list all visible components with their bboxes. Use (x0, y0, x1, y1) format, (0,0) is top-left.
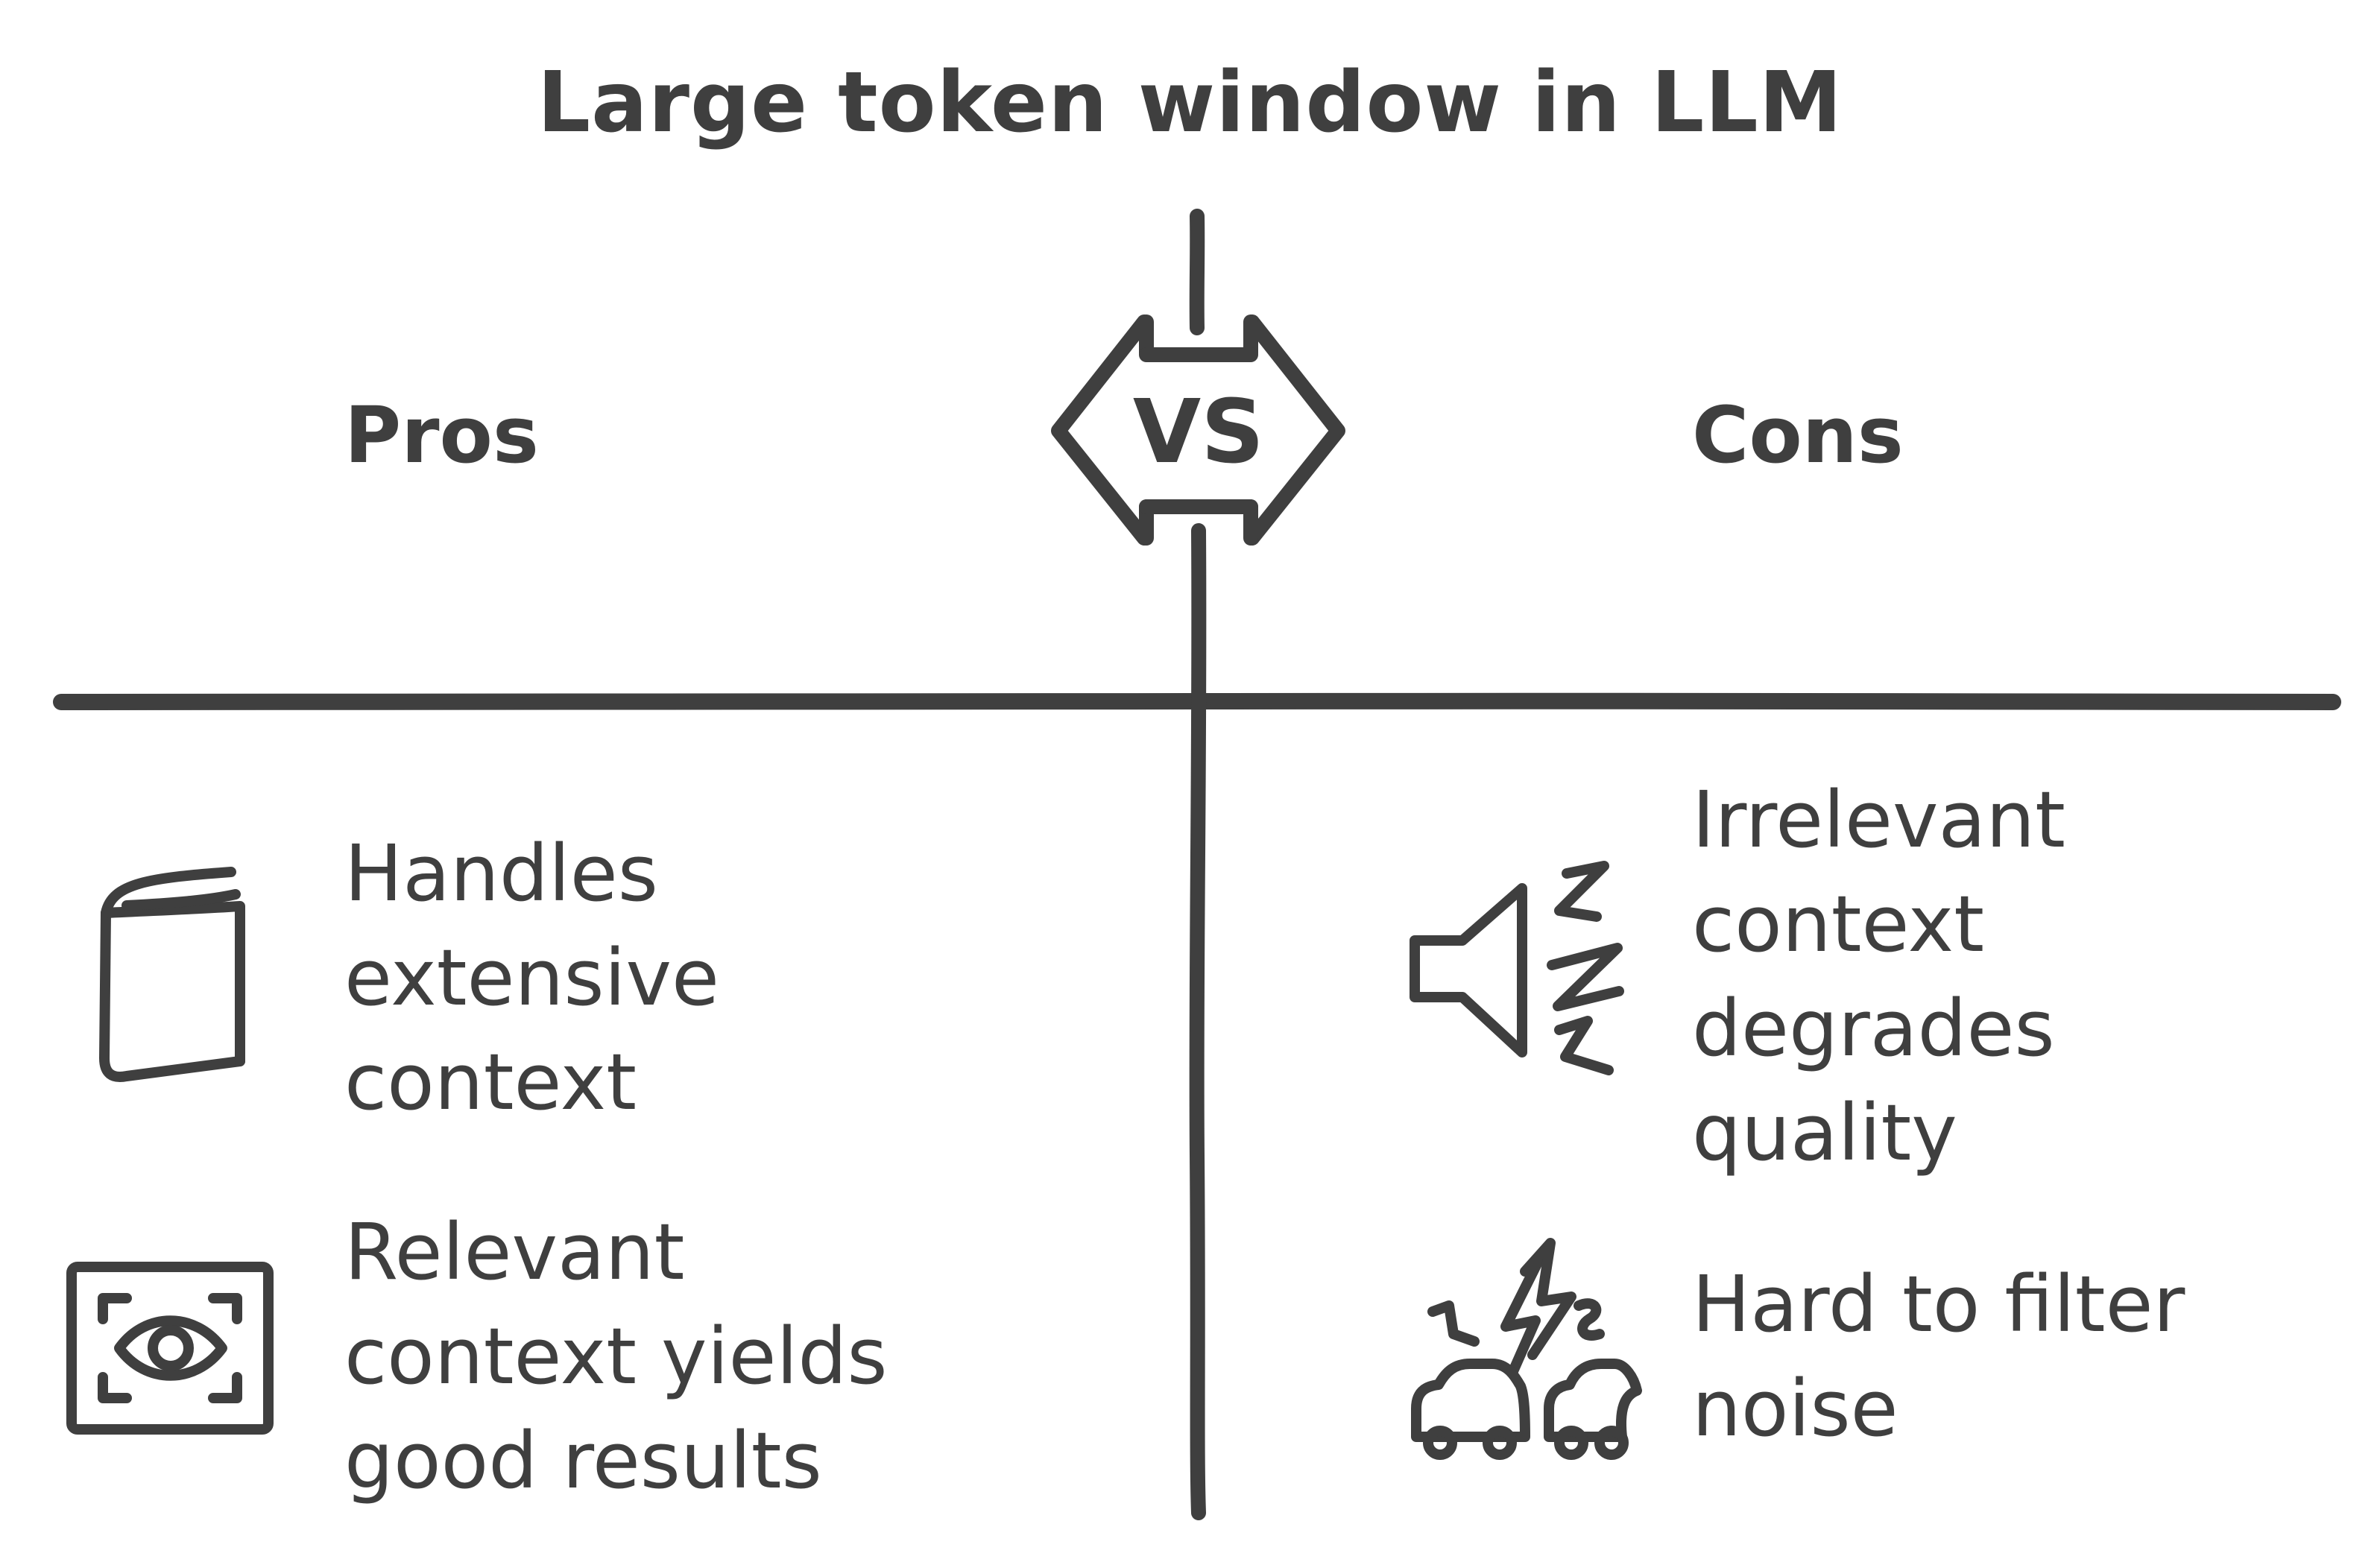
pros-item-handles-context: Handles extensive context (344, 828, 719, 1128)
pros-item-relevant-context: Relevant context yields good results (344, 1207, 888, 1506)
vs-label: VS (1133, 380, 1264, 483)
cons-item-filter-noise: Hard to filter noise (1692, 1259, 2185, 1454)
cons-heading: Cons (1692, 390, 1904, 481)
car-crash-icon (1411, 1238, 1642, 1460)
book-icon (99, 867, 245, 1082)
pros-heading: Pros (344, 390, 539, 481)
eye-icon (66, 1262, 274, 1435)
diagram-title: Large token window in LLM (537, 54, 1843, 151)
cons-item-irrelevant-context: Irrelevant context degrades quality (1692, 774, 2065, 1178)
speaker-noise-icon (1410, 861, 1624, 1075)
vs-badge: VS (1051, 314, 1345, 546)
vertical-divider (1189, 523, 1207, 1520)
vertical-divider-top (1189, 209, 1205, 335)
